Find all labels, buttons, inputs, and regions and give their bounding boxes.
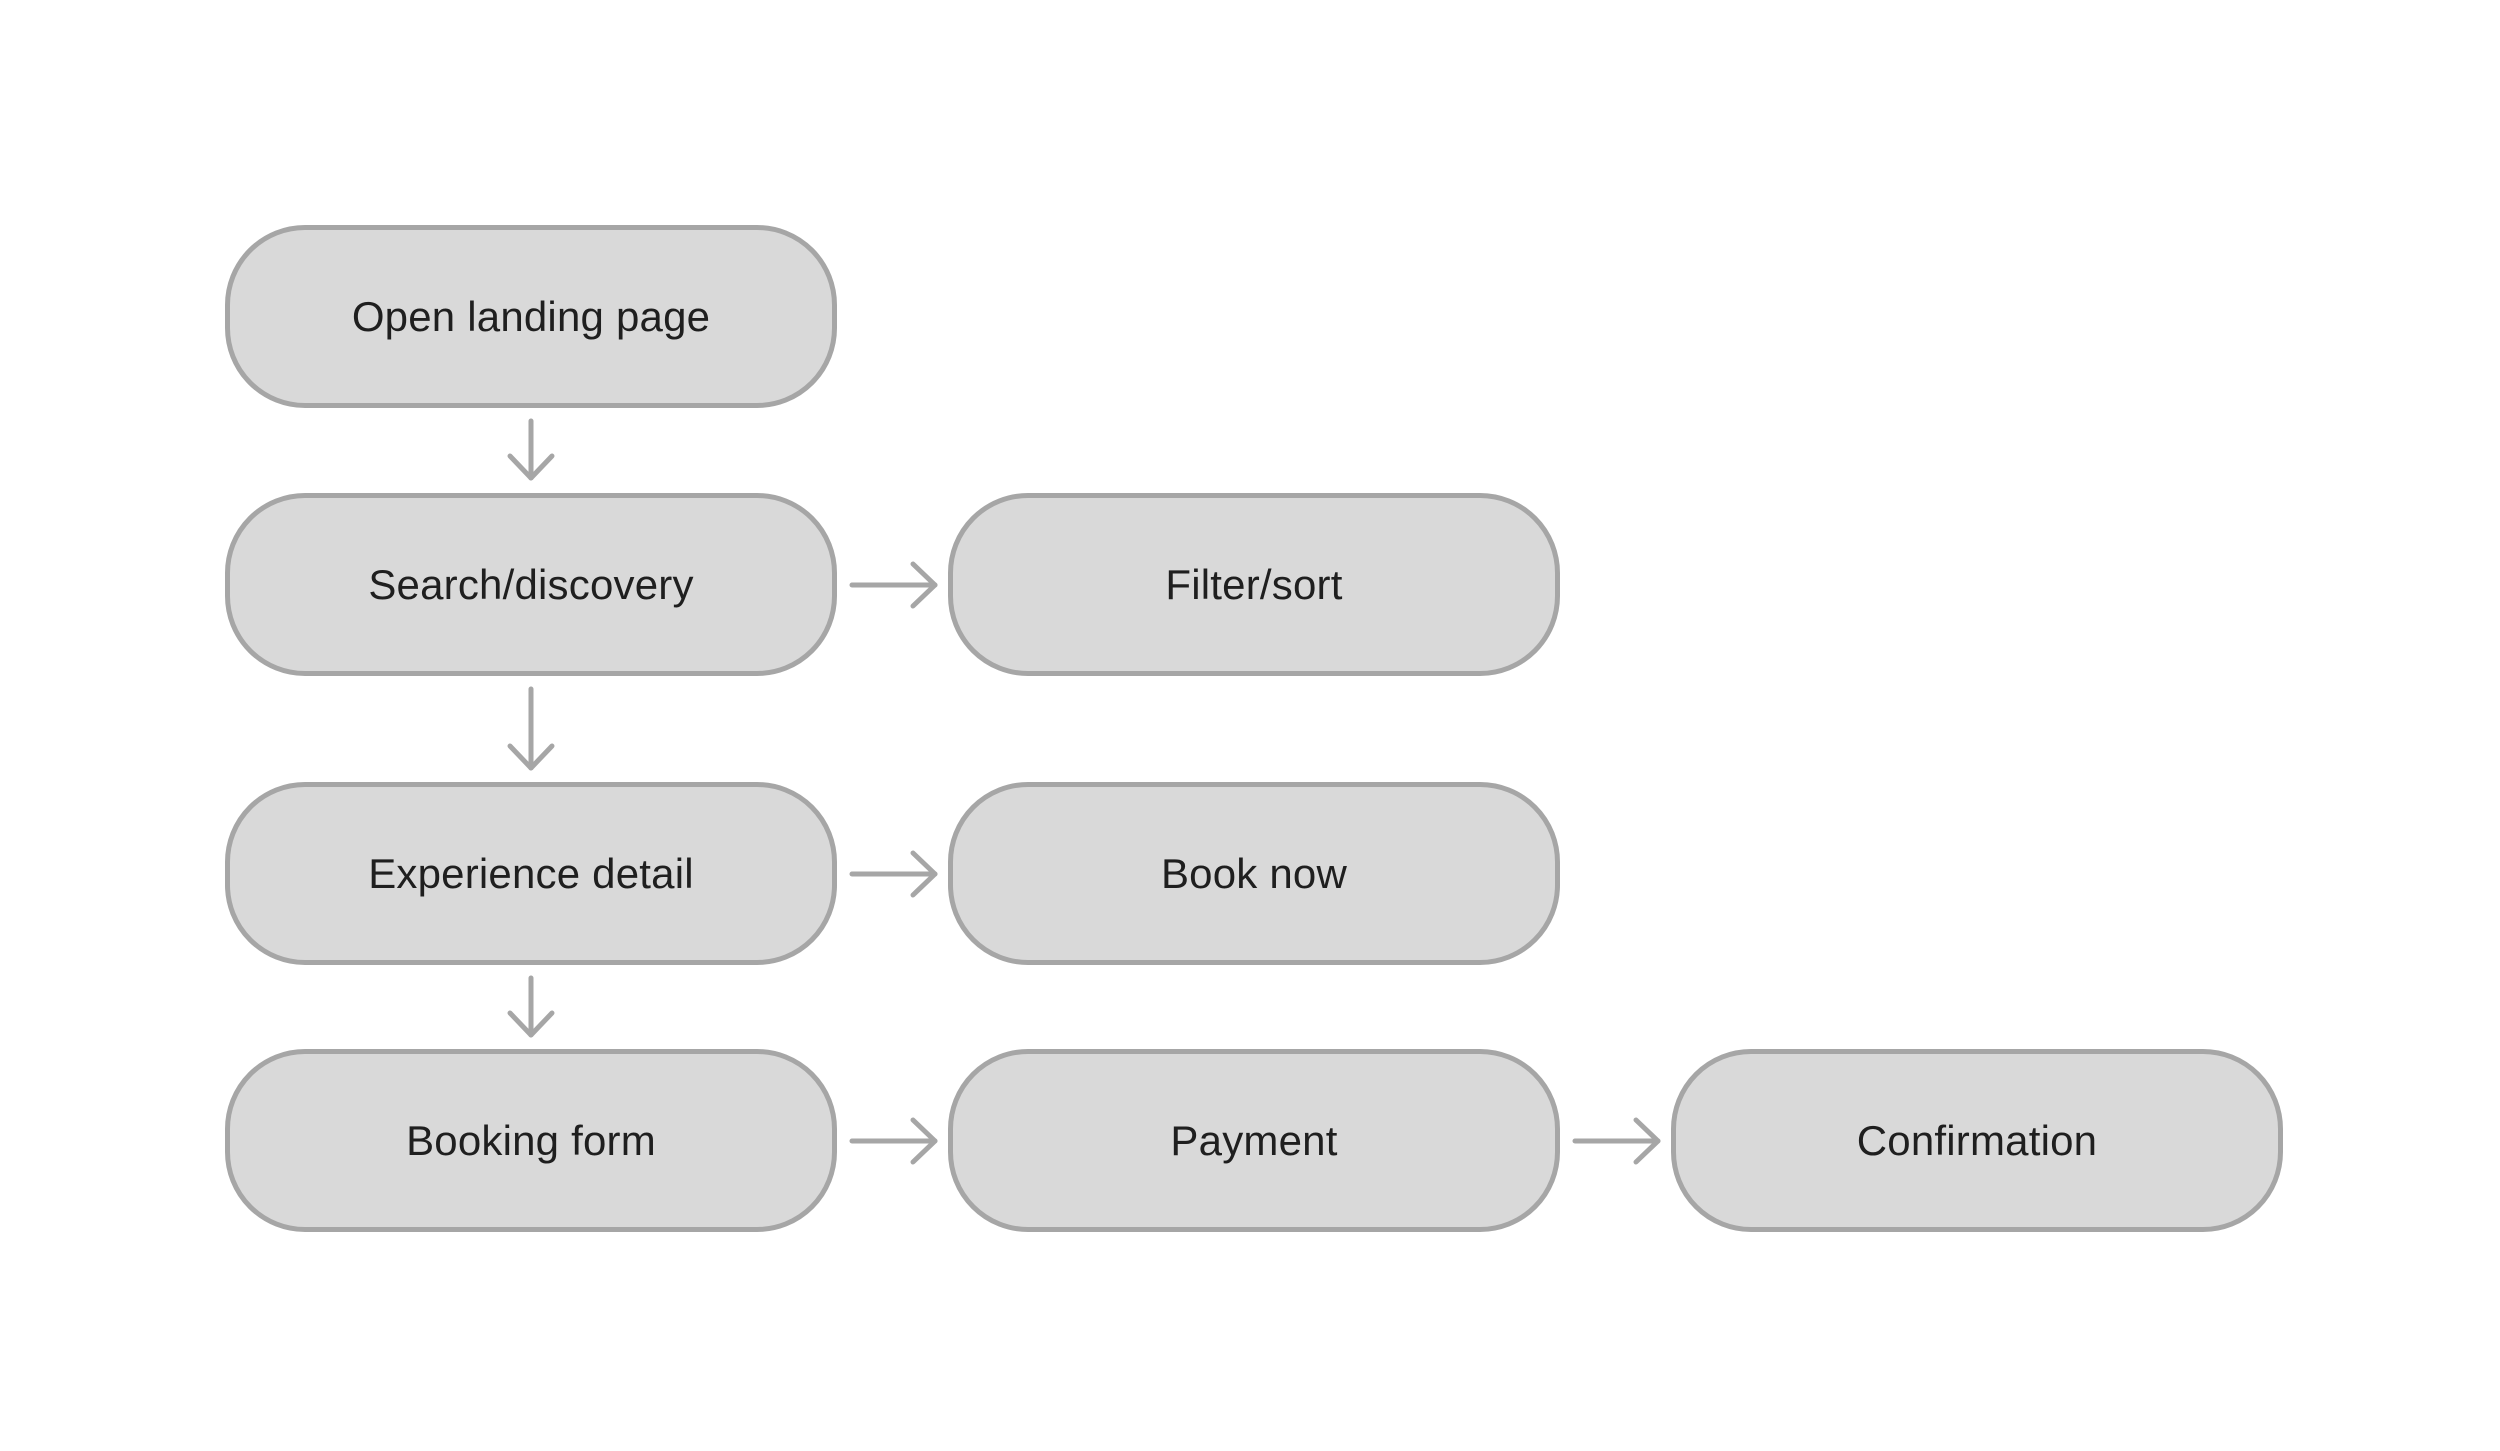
arrow-open-to-search (507, 418, 555, 481)
arrow-payment-to-confirmation (1572, 1117, 1661, 1165)
node-experience-detail: Experience detail (225, 782, 837, 965)
node-book-now: Book now (948, 782, 1560, 965)
node-label: Book now (1160, 849, 1348, 897)
node-filter-sort: Filter/sort (948, 493, 1560, 676)
arrow-experience-to-book (849, 850, 938, 898)
node-search-discovery: Search/discovery (225, 493, 837, 676)
node-booking-form: Booking form (225, 1049, 837, 1232)
arrow-search-to-experience (507, 686, 555, 771)
arrow-experience-to-form (507, 975, 555, 1038)
arrow-form-to-payment (849, 1117, 938, 1165)
node-label: Payment (1170, 1116, 1338, 1164)
node-open-landing-page: Open landing page (225, 225, 837, 408)
node-label: Filter/sort (1165, 560, 1343, 608)
node-label: Open landing page (351, 292, 711, 340)
node-confirmation: Confirmation (1671, 1049, 2283, 1232)
node-label: Booking form (406, 1116, 656, 1164)
node-label: Confirmation (1856, 1116, 2098, 1164)
node-label: Experience detail (368, 849, 694, 897)
node-label: Search/discovery (368, 560, 694, 608)
node-payment: Payment (948, 1049, 1560, 1232)
arrow-search-to-filter (849, 561, 938, 609)
